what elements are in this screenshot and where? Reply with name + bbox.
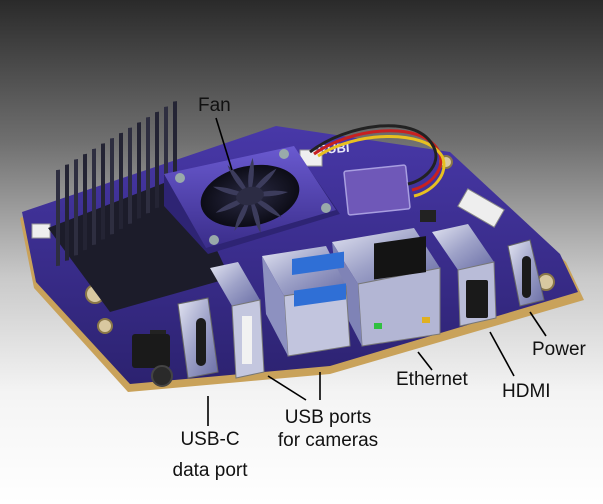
hdmi-opening <box>466 280 488 318</box>
leader-hdmi <box>489 331 515 377</box>
label-usb-c-line2: data port <box>172 460 248 481</box>
usba-top <box>210 262 260 306</box>
heatsink-fin <box>65 164 69 261</box>
ethernet-led-yellow <box>422 317 430 323</box>
heatsink-fin <box>119 132 123 230</box>
fan-hub <box>236 186 264 206</box>
hdmi-port <box>432 224 497 327</box>
heatsink-fin <box>56 169 60 267</box>
chip <box>420 210 436 222</box>
heatsink-fin <box>128 127 132 225</box>
usba-tongue <box>242 316 252 364</box>
audio-jack <box>132 334 173 387</box>
heatsink-fin <box>137 122 141 219</box>
heatsink-fin <box>92 148 96 246</box>
ribbon-connector <box>457 188 505 228</box>
wire-black <box>309 124 438 186</box>
fan-blade <box>249 196 261 233</box>
label-usb-c-data: USB-C data port <box>162 428 258 482</box>
heatsink <box>48 101 230 312</box>
leader-usb-a <box>267 375 307 401</box>
fan <box>164 146 340 254</box>
usb3-port-upper <box>292 251 344 275</box>
heatsink-fin <box>146 116 150 214</box>
audio-jack-hole <box>151 365 173 387</box>
usb-camera-ports <box>262 246 351 357</box>
label-usb-c-line1: USB-C <box>180 429 240 450</box>
heatsink-fin <box>101 143 105 240</box>
usbc-data-opening <box>196 318 206 366</box>
fan-screw <box>279 149 289 159</box>
side-connector <box>31 223 51 239</box>
leader-ethernet <box>417 351 433 371</box>
ethernet-jack <box>374 236 426 280</box>
label-ethernet: Ethernet <box>396 369 468 390</box>
fan-blade <box>227 165 250 196</box>
label-usb-cameras: USB ports for cameras <box>262 406 394 452</box>
heatsink-fin <box>83 153 87 251</box>
ethernet-port <box>332 228 441 347</box>
wifi-module <box>343 164 411 216</box>
heatsink-fin <box>110 137 114 235</box>
leader-fan <box>215 117 233 171</box>
fan-screw <box>321 203 331 213</box>
usb-a-port <box>210 262 265 379</box>
label-fan: Fan <box>198 95 231 116</box>
fan-blade <box>248 157 254 196</box>
fan-screw <box>209 235 219 245</box>
audio-jack-body <box>132 334 170 368</box>
label-hdmi: HDMI <box>502 381 551 402</box>
fan-blades <box>212 157 288 233</box>
hdmi-top <box>432 224 494 270</box>
fan-screw <box>175 173 185 183</box>
fan-wires <box>309 124 446 198</box>
leader-lines <box>207 117 547 426</box>
usbc-power-opening <box>522 256 531 298</box>
heatsink-fin <box>74 159 78 256</box>
ethernet-led-green <box>374 323 382 329</box>
usb-c-data-port <box>177 297 219 379</box>
leader-power <box>529 311 547 337</box>
label-usb-cameras-line2: for cameras <box>277 430 379 451</box>
usb3-port-lower <box>294 283 346 307</box>
usb-stack-side <box>262 256 288 356</box>
label-power: Power <box>532 339 586 360</box>
label-usb-cameras-line1: USB ports <box>284 407 372 428</box>
heatsink-fin <box>155 111 159 209</box>
usb-c-power-port <box>507 239 545 307</box>
mount-hole <box>97 318 113 334</box>
